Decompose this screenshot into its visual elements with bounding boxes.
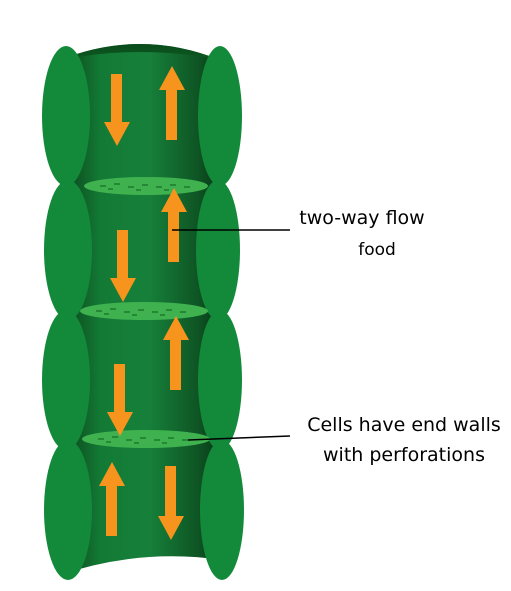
- right-side-cells: [196, 46, 244, 580]
- side-cell: [44, 180, 92, 320]
- sieve-plate: [80, 302, 208, 320]
- label-two-way-flow: two-way flow: [299, 207, 424, 229]
- label-food: food: [358, 240, 396, 260]
- side-cell: [198, 310, 242, 450]
- left-side-cells: [42, 46, 92, 580]
- leader-line-walls: [187, 435, 291, 441]
- label-cells-end-walls: Cells have end walls: [307, 414, 501, 436]
- arrow-down: [104, 74, 130, 146]
- sieve-plates: [80, 177, 210, 448]
- side-cell: [42, 46, 90, 186]
- arrow-down: [110, 230, 136, 302]
- side-cell: [198, 46, 242, 186]
- arrow-down: [158, 466, 184, 540]
- sieve-plate: [82, 430, 210, 448]
- arrow-up: [159, 66, 185, 140]
- arrow-up: [161, 188, 187, 262]
- side-cell: [196, 180, 240, 320]
- tube-top-rim: [60, 44, 220, 60]
- arrow-down: [107, 364, 133, 436]
- sieve-plate: [84, 177, 208, 195]
- sieve-tube: [42, 44, 244, 580]
- flow-arrows: [99, 66, 189, 540]
- arrow-up: [99, 462, 125, 536]
- side-cell: [200, 440, 244, 580]
- arrow-up: [163, 316, 189, 390]
- side-cell: [44, 440, 92, 580]
- label-with-perforations: with perforations: [323, 444, 485, 466]
- side-cell: [42, 310, 90, 450]
